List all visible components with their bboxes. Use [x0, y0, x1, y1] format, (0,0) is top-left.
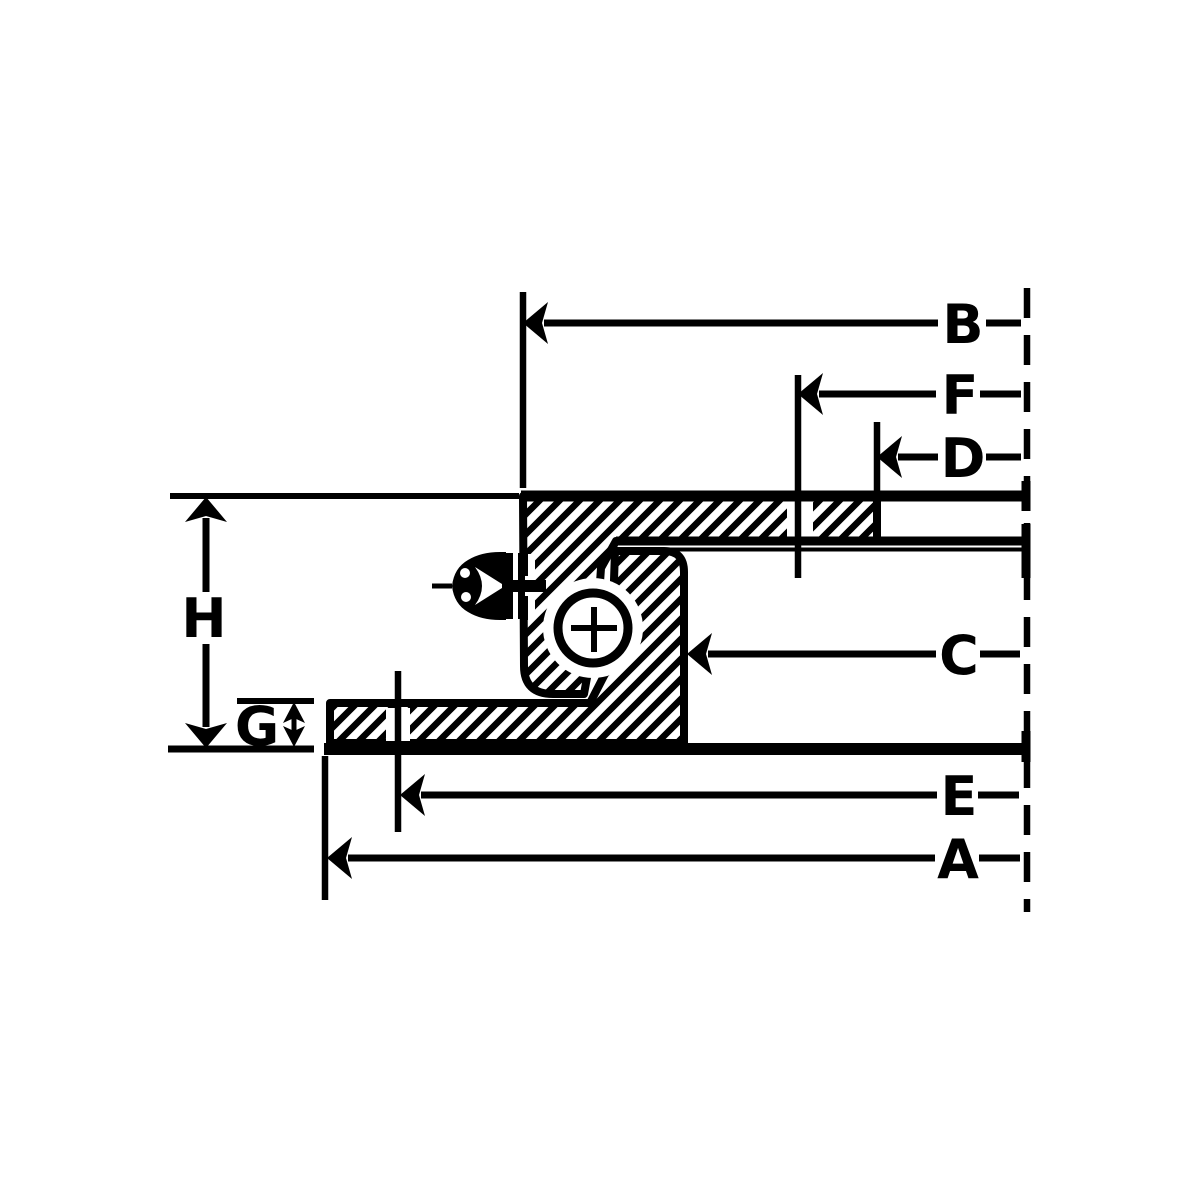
surface-lines [324, 481, 1031, 762]
arrowhead-left [877, 436, 902, 478]
arrowhead-left [327, 837, 352, 879]
outer-ring-section [519, 492, 881, 698]
dimension-g [237, 698, 314, 747]
arrowhead-left [687, 633, 712, 675]
dim-label-h: H [181, 587, 226, 650]
arrowhead-up [283, 702, 305, 723]
arrowhead-up [185, 497, 227, 522]
arrowhead-down [185, 723, 227, 748]
arrowhead-left [798, 373, 823, 415]
dimension-e [394, 671, 1019, 832]
dimension-a [321, 756, 1020, 900]
dim-label-f: F [942, 364, 979, 427]
dim-label-e: E [941, 765, 978, 828]
dimension-h [168, 493, 519, 753]
dim-label-b: B [942, 293, 983, 356]
dimension-c [687, 633, 1020, 675]
dim-label-d: D [941, 427, 986, 490]
arrowhead-down [283, 726, 305, 747]
dimension-d [873, 422, 1021, 492]
dim-label-a: A [937, 828, 979, 891]
dim-label-c: C [939, 624, 979, 687]
dim-label-g: G [235, 695, 279, 758]
dimension-b [519, 292, 1021, 488]
grease-zerk-icon [432, 552, 546, 620]
bearing-ball-icon [553, 588, 633, 668]
arrowhead-left [523, 302, 548, 344]
arrowhead-left [400, 774, 425, 816]
dimension-f [794, 373, 1021, 578]
